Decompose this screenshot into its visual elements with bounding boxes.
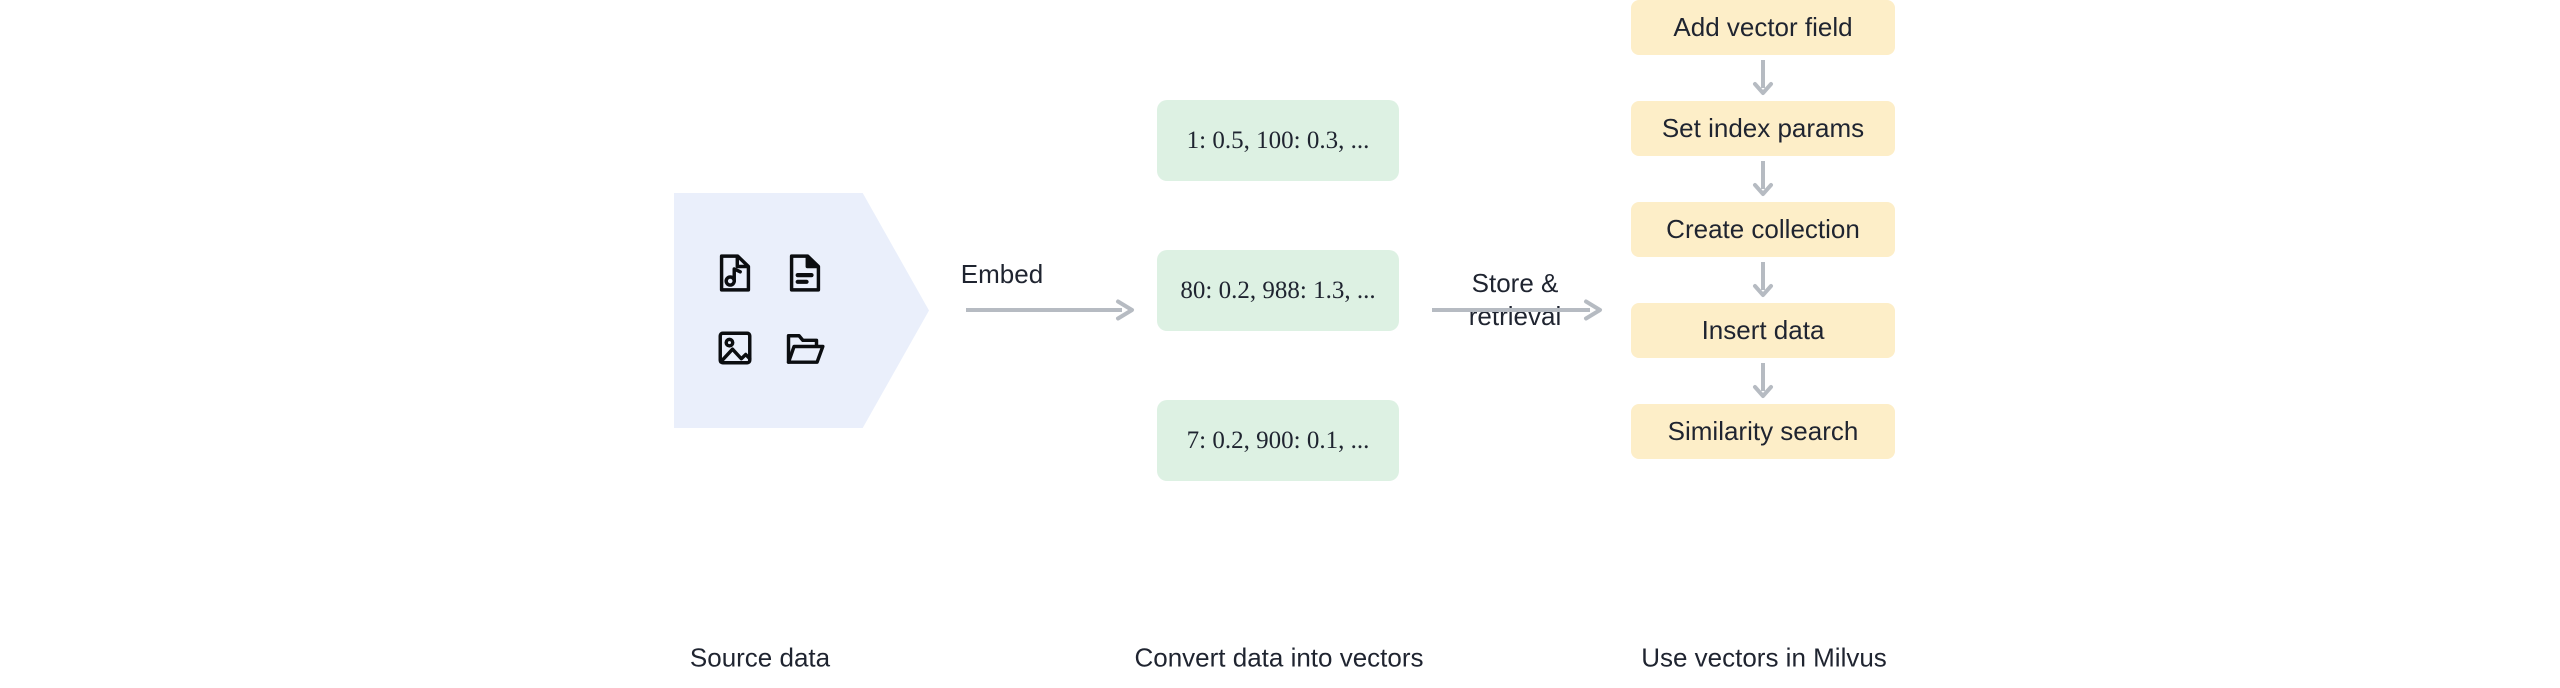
step-arrow-down-icon [1631,161,1895,196]
step-insert-data[interactable]: Insert data [1631,303,1895,358]
store-retrieval-arrow-label: Store & retrieval [1468,268,1562,331]
source-icon-grid [700,235,840,385]
caption-source-data: Source data [689,642,831,673]
image-file-icon [712,325,758,371]
vector-chip: 7: 0.2, 900: 0.1, ... [1157,400,1399,481]
text-document-icon [782,250,828,296]
milvus-step-list: Add vector field Set index params Create… [1631,0,1895,459]
embed-arrow [966,297,1136,323]
step-create-collection[interactable]: Create collection [1631,202,1895,257]
step-arrow-down-icon [1631,60,1895,95]
caption-convert-data: Convert data into vectors [1134,642,1424,673]
step-arrow-down-icon [1631,363,1895,398]
store-retrieval-arrow [1432,297,1604,323]
step-add-vector-field[interactable]: Add vector field [1631,0,1895,55]
step-arrow-down-icon [1631,262,1895,297]
vector-chip-list: 1: 0.5, 100: 0.3, ... 80: 0.2, 988: 1.3,… [1157,100,1399,481]
vector-chip: 1: 0.5, 100: 0.3, ... [1157,100,1399,181]
step-set-index-params[interactable]: Set index params [1631,101,1895,156]
caption-use-vectors: Use vectors in Milvus [1641,642,1887,673]
open-folder-icon [782,325,828,371]
embed-arrow-label: Embed [960,259,1044,289]
vector-chip: 80: 0.2, 988: 1.3, ... [1157,250,1399,331]
step-similarity-search[interactable]: Similarity search [1631,404,1895,459]
music-file-icon [712,250,758,296]
